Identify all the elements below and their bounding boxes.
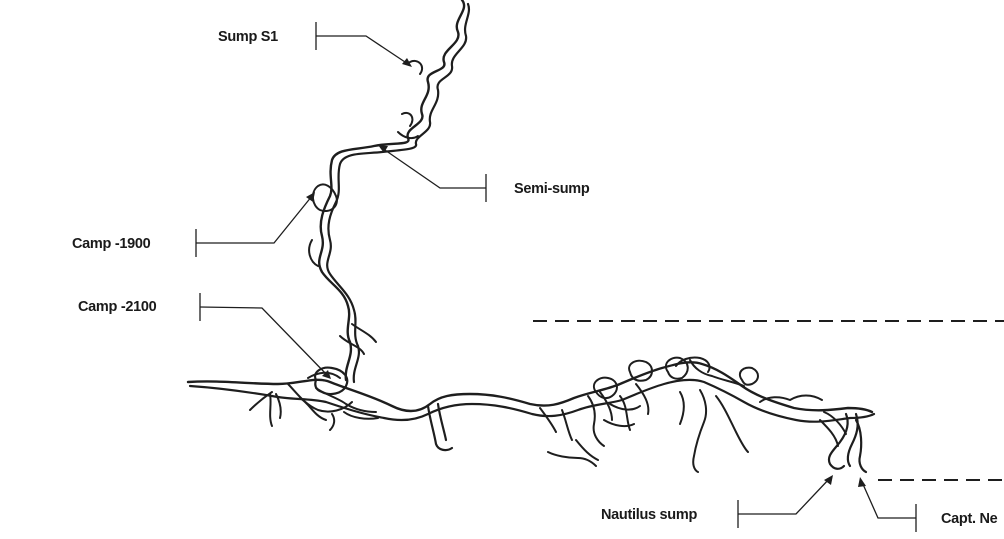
- label-camp-2100: Camp -2100: [78, 299, 157, 315]
- capt-nemo-leader: [858, 477, 917, 532]
- east-terminal-branch: [819, 411, 847, 447]
- shaft-upper-kinks: [397, 60, 424, 140]
- semi-sump-leader: [378, 145, 487, 202]
- sump-s1-leader: [315, 22, 412, 67]
- cave-passage: [186, 0, 876, 474]
- middle-loops: [592, 359, 653, 400]
- camp-2100-leader: [199, 293, 331, 379]
- label-capt-nemo: Capt. Ne: [941, 511, 998, 527]
- middle-complex: [539, 383, 650, 467]
- main-gallery-wall-a: [186, 361, 874, 414]
- vertical-shaft-wall-b: [326, 2, 470, 384]
- label-nautilus-sump: Nautilus sump: [601, 507, 697, 523]
- east-complex: [675, 356, 823, 473]
- west-branches: [249, 371, 379, 431]
- shaft-pocket-mid: [308, 239, 377, 355]
- vertical-shaft-wall-a: [317, 0, 466, 382]
- label-semi-sump: Semi-sump: [514, 181, 590, 197]
- gallery-drop-440: [426, 402, 454, 452]
- main-gallery-wall-b: [188, 378, 876, 423]
- nautilus-descent: [827, 412, 868, 474]
- camp-2100-chamber: [314, 366, 349, 396]
- camp-1900-leader: [195, 192, 315, 257]
- east-loops: [664, 356, 759, 386]
- nautilus-sump-leader: [737, 475, 833, 528]
- label-camp-1900: Camp -1900: [72, 236, 151, 252]
- label-sump-s1: Sump S1: [218, 29, 278, 45]
